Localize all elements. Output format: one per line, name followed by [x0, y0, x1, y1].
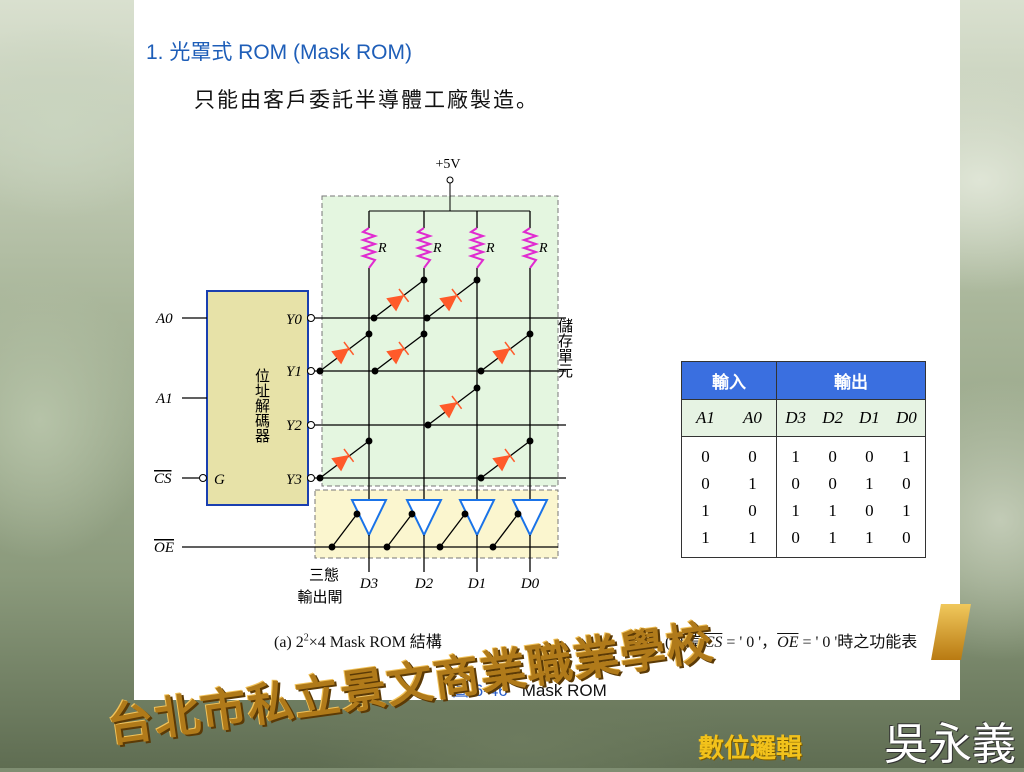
- table-cell: 0: [850, 436, 888, 470]
- input-a1-label: A1: [155, 391, 173, 407]
- table-col-d1: D1: [850, 399, 888, 437]
- resistor-label-d2: R: [432, 241, 442, 256]
- caption-structure: (a) 22×4 Mask ROM 結構: [274, 628, 442, 652]
- table-col-a1: A1: [681, 399, 729, 437]
- table-cell: 0: [681, 470, 729, 497]
- table-col-a0: A0: [729, 399, 777, 437]
- input-a0-label: A0: [155, 311, 173, 327]
- tristate-label-2: 輸出閘: [297, 588, 342, 606]
- table-col-d2: D2: [814, 399, 851, 437]
- output-d0-label: D0: [520, 576, 540, 592]
- caption-b-mid: = ' 0 '，: [722, 634, 778, 651]
- address-decoder: [206, 290, 309, 506]
- table-cell: 0: [850, 497, 888, 524]
- resistor-label-d1: R: [485, 241, 495, 256]
- table-row: 0 0 1 0 0 1: [681, 436, 926, 470]
- table-cell: 0: [887, 524, 926, 558]
- decoder-out-y3: Y3: [286, 472, 302, 488]
- table-col-d3: D3: [776, 399, 815, 437]
- table-cell: 1: [887, 436, 926, 470]
- resistor-label-d0: R: [538, 241, 548, 256]
- table-group-input: 輸入: [681, 361, 777, 400]
- table-cell: 0: [729, 436, 777, 470]
- input-oe-label: OE: [154, 540, 174, 556]
- table-group-output: 輸出: [776, 361, 926, 400]
- vcc-label: +5V: [435, 157, 460, 172]
- decoder-out-y0: Y0: [286, 312, 302, 328]
- table-cell: 1: [887, 497, 926, 524]
- resistor-d2: [414, 227, 434, 269]
- table-cell: 0: [814, 470, 851, 497]
- decoder-enable-label: G: [214, 472, 225, 488]
- table-cell: 1: [776, 436, 815, 470]
- output-d2-label: D2: [414, 576, 434, 592]
- table-cell: 0: [729, 497, 777, 524]
- table-cell: 1: [681, 524, 729, 558]
- table-cell: 1: [850, 470, 888, 497]
- tristate-buffers: [350, 499, 549, 538]
- diode-matrix: [316, 276, 534, 482]
- resistor-d3: [359, 227, 379, 269]
- table-cell: 1: [729, 470, 777, 497]
- mask-rom-circuit: +5V R R R R 位址解碼器: [154, 157, 574, 606]
- table-cell: 0: [887, 470, 926, 497]
- caption-a-sup: 2: [303, 632, 309, 644]
- input-cs-label: CS: [154, 471, 172, 487]
- table-cell: 1: [776, 497, 815, 524]
- resistor-d1: [467, 227, 487, 269]
- function-table: 輸入 輸出 A1 A0 D3 D2 D1 D0 0 0 1 0 0 1 0 1 …: [681, 361, 926, 558]
- vcc-terminal: [446, 176, 454, 184]
- caption-b-prefix: (b) 當: [665, 634, 704, 651]
- caption-b-cs: CS: [703, 634, 723, 651]
- table-row: 0 1 0 0 1 0: [681, 470, 926, 497]
- tristate-label-1: 三態: [309, 566, 339, 584]
- table-cell: 1: [729, 524, 777, 558]
- output-d3-label: D3: [359, 576, 378, 592]
- slide-title: 1. 光罩式 ROM (Mask ROM): [146, 41, 412, 64]
- resistor-d0: [520, 227, 540, 269]
- table-cell: 1: [814, 524, 851, 558]
- table-col-d0: D0: [887, 399, 926, 437]
- table-row: 1 1 0 1 1 0: [681, 524, 926, 558]
- storage-cell-label: 儲存單元: [556, 318, 574, 379]
- table-cell: 1: [681, 497, 729, 524]
- caption-b-oe: OE: [777, 634, 799, 651]
- slide-content: 1. 光罩式 ROM (Mask ROM) 只能由客戶委託半導體工廠製造。 +5…: [134, 0, 960, 700]
- figure-caption: 圖 6-46 Mask ROM: [452, 676, 607, 701]
- table-cell: 0: [776, 470, 815, 497]
- output-d1-label: D1: [467, 576, 486, 592]
- table-cell: 0: [814, 436, 851, 470]
- decoder-label: 位址解碼器: [253, 368, 271, 443]
- caption-function-table: (b) 當CS = ' 0 '，OE = ' 0 '時之功能表: [665, 628, 917, 652]
- storage-cell-area: [321, 195, 559, 487]
- author-signature: 吳永義: [884, 719, 1016, 770]
- table-row: 1 0 1 1 0 1: [681, 497, 926, 524]
- caption-b-suffix: = ' 0 '時之功能表: [798, 634, 918, 651]
- course-name: 數位邏輯: [698, 734, 803, 764]
- decoder-out-y1: Y1: [286, 364, 302, 380]
- table-cell: 0: [776, 524, 815, 558]
- resistor-label-d3: R: [377, 241, 387, 256]
- figure-name: Mask ROM: [521, 681, 607, 700]
- caption-a-prefix: (a) 2: [274, 634, 304, 651]
- table-cell: 0: [681, 436, 729, 470]
- table-cell: 1: [814, 497, 851, 524]
- slide-subtitle: 只能由客戶委託半導體工廠製造。: [194, 88, 539, 112]
- table-cell: 1: [850, 524, 888, 558]
- figure-number: 圖 6-46: [452, 681, 508, 700]
- cs-inversion-bubble: [199, 474, 207, 482]
- caption-a-suffix: ×4 Mask ROM 結構: [308, 634, 442, 651]
- decoder-out-y2: Y2: [286, 418, 302, 434]
